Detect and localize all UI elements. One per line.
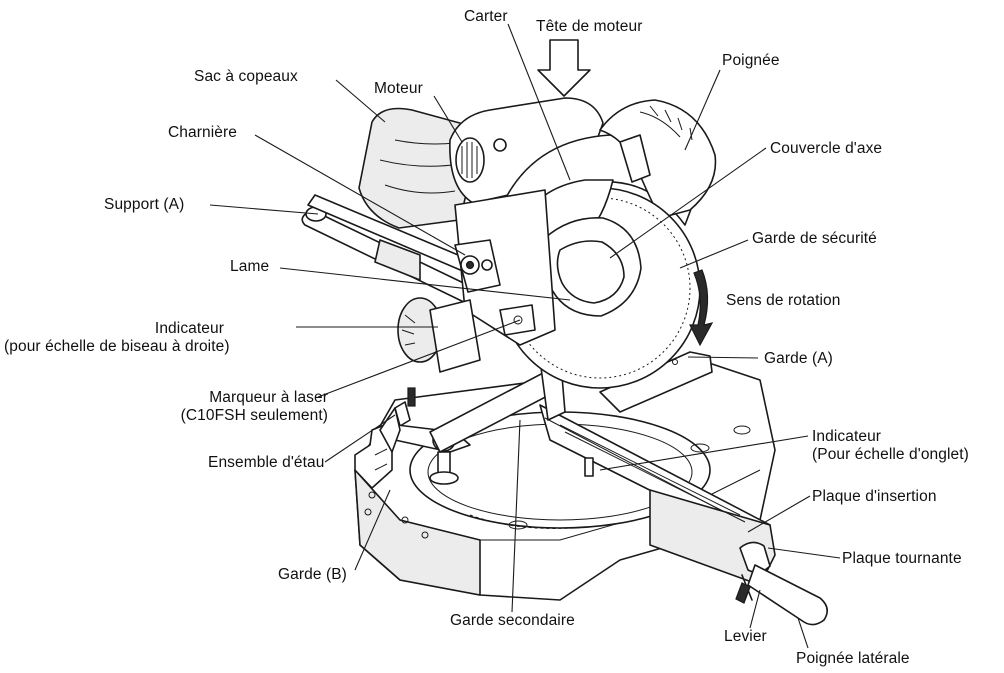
label-indicateur-biseau-line2: (pour échelle de biseau à droite) [4,338,230,355]
label-poignee-laterale: Poignée latérale [796,650,910,667]
base-group [354,351,828,626]
label-garde-b: Garde (B) [278,566,347,583]
label-garde-secondaire: Garde secondaire [450,612,575,629]
label-marqueur-laser-line2: (C10FSH seulement) [180,407,328,424]
label-plaque-insertion: Plaque d'insertion [812,488,937,505]
label-support-a: Support (A) [104,196,185,213]
motor-head-arrow [537,39,591,97]
label-indicateur-biseau-line1: Indicateur [154,320,224,337]
label-ensemble-etau: Ensemble d'étau [208,454,325,471]
rotation-arrow [689,269,714,347]
label-garde-a: Garde (A) [764,350,833,367]
label-marqueur-laser-line1: Marqueur à laser [209,389,328,406]
label-sens-rotation: Sens de rotation [726,292,841,309]
label-marqueur-laser: Marqueur à laser (C10FSH seulement) [178,389,328,425]
saw-head-group [358,97,717,389]
label-plaque-tournante: Plaque tournante [842,550,962,567]
label-indicateur-biseau: Indicateur (pour échelle de biseau à dro… [4,320,290,356]
label-moteur: Moteur [374,80,423,97]
label-levier: Levier [724,628,767,645]
label-carter: Carter [464,8,508,25]
leader-lines [209,23,841,649]
label-indicateur-onglet-line2: (Pour échelle d'onglet) [812,446,969,463]
label-poignee: Poignée [722,52,780,69]
label-indicateur-onglet: Indicateur (Pour échelle d'onglet) [812,428,969,464]
label-tete-moteur: Tête de moteur [536,18,643,35]
label-couvercle-axe: Couvercle d'axe [770,140,883,157]
label-charniere: Charnière [168,124,237,141]
label-garde-securite: Garde de sécurité [752,230,877,247]
label-indicateur-onglet-line1: Indicateur [812,428,882,445]
label-lame: Lame [230,258,270,275]
label-sac-copeaux: Sac à copeaux [194,68,298,85]
